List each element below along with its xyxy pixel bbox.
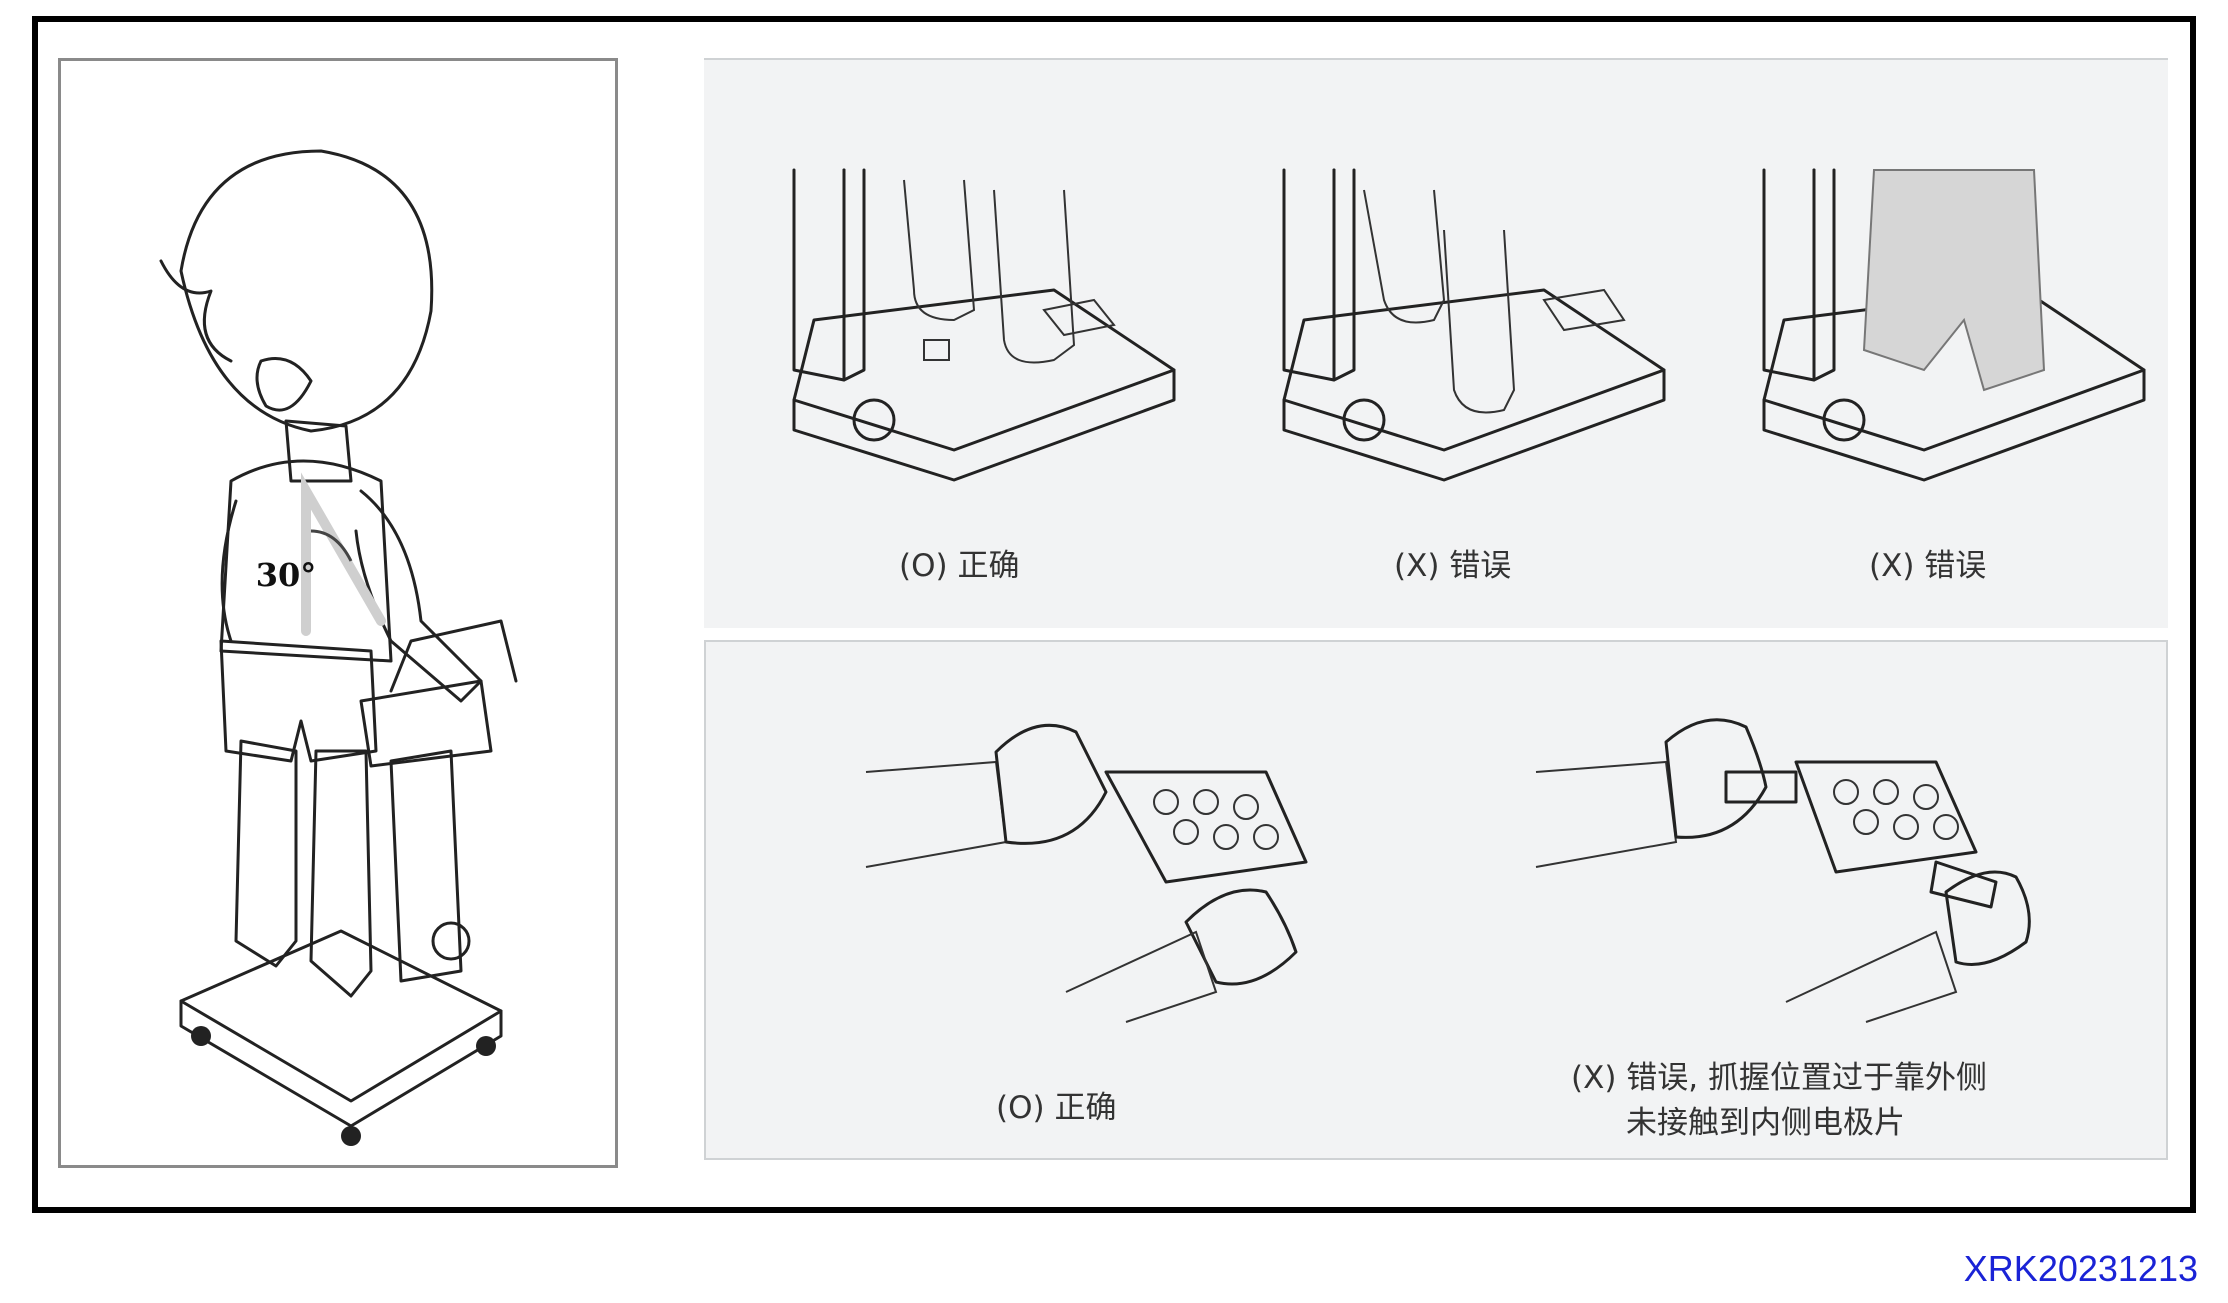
document-code: XRK20231213 xyxy=(1963,1248,2198,1289)
hand-grip-panel: (O) 正确 (X) 错误, 抓握位置过于靠外侧 未接触到内侧电极片 xyxy=(704,640,2168,1160)
feet-caption-2: (X) 错误 xyxy=(1394,548,1512,584)
grip-correct-illustration xyxy=(865,723,1308,1023)
grip-caption-1: (O) 正确 xyxy=(996,1090,1117,1126)
feet-wrong-illustration-1 xyxy=(1282,168,1666,482)
feet-wrong-illustration-2 xyxy=(1762,168,2146,482)
grip-wrong-illustration xyxy=(1535,718,2031,1023)
posture-illustration-panel: 30° xyxy=(58,58,618,1168)
grip-caption-2-line2: 未接触到内侧电极片 xyxy=(1626,1105,1905,1141)
feet-caption-3: (X) 错误 xyxy=(1869,548,1987,584)
feet-placement-panel: (O) 正确 (X) 错误 (X) 错误 xyxy=(704,58,2168,628)
feet-caption-1: (O) 正确 xyxy=(899,548,1020,584)
child-on-analyzer-illustration: 30° xyxy=(159,149,518,1146)
angle-label: 30° xyxy=(256,556,317,594)
feet-correct-illustration xyxy=(792,168,1176,482)
grip-caption-2-line1: (X) 错误, 抓握位置过于靠外侧 xyxy=(1571,1060,1987,1096)
